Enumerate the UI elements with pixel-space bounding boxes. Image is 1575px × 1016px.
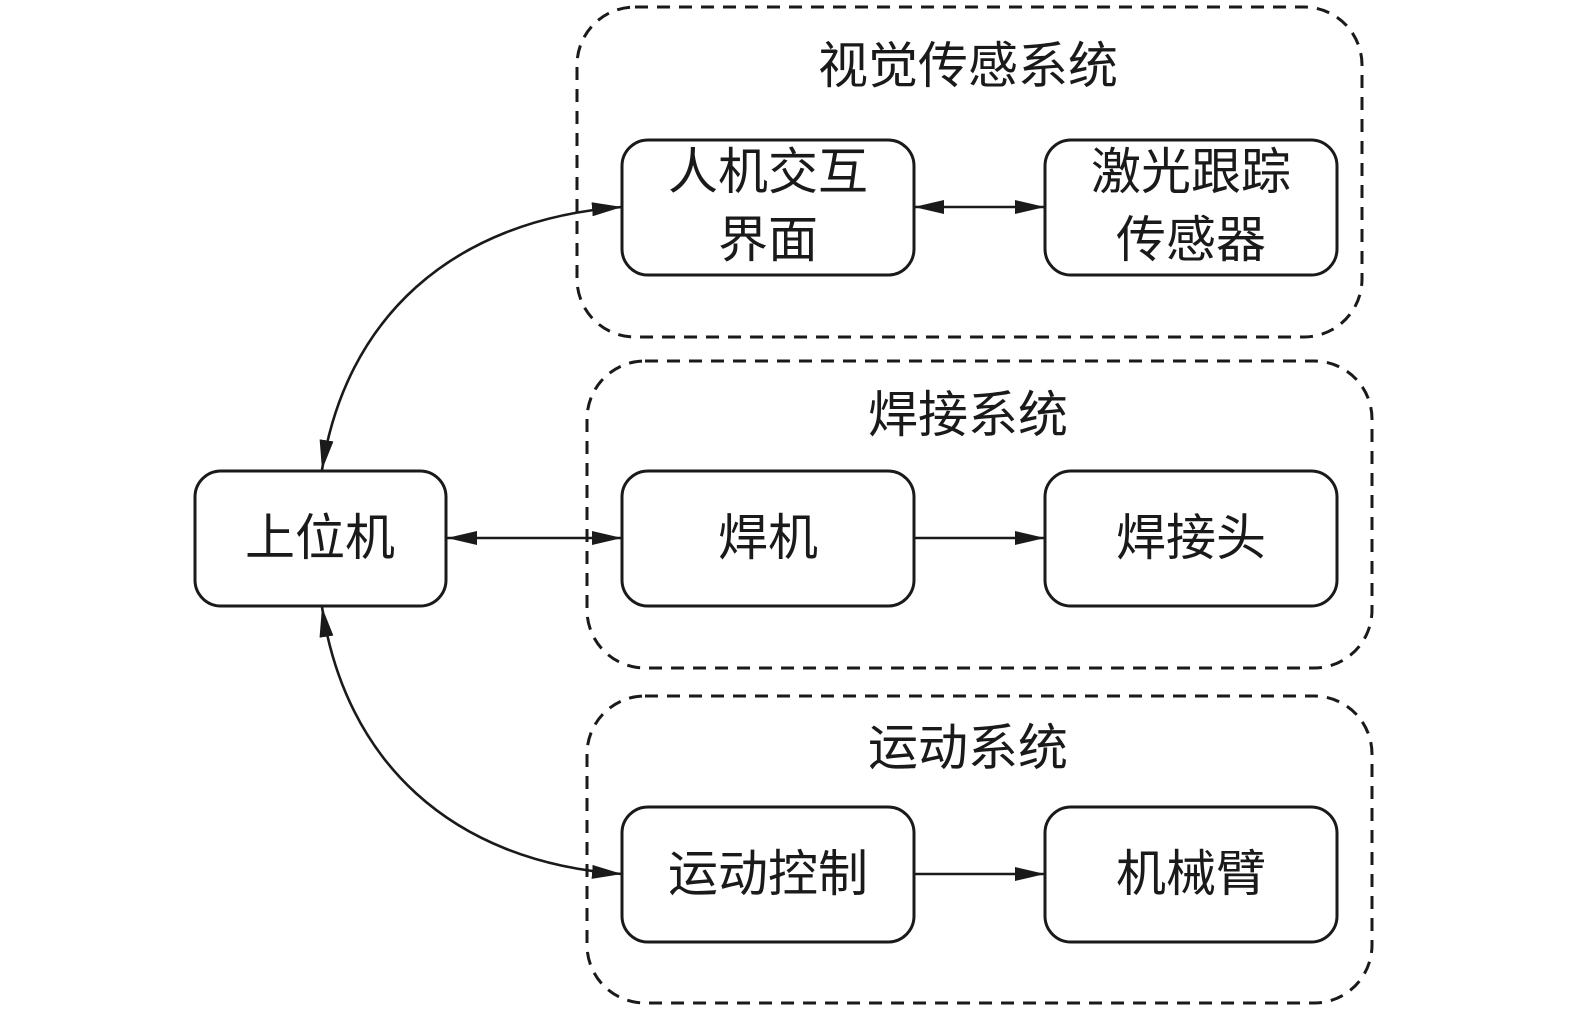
hmi-label-line1: 人机交互 <box>668 143 868 201</box>
robot-arm-box <box>1043 805 1339 944</box>
host-computer-label: 上位机 <box>245 509 395 567</box>
robot-arm-label: 机械臂 <box>1116 845 1266 903</box>
weld-head-box <box>1043 469 1339 608</box>
edge-host-hmi <box>319 202 623 471</box>
hmi-label-line2: 界面 <box>718 211 818 269</box>
vision-system-title: 视觉传感系统 <box>818 37 1118 95</box>
welder-box <box>620 469 916 608</box>
laser-sensor-box <box>1043 138 1339 277</box>
hmi-box <box>620 138 916 277</box>
laser-sensor-label-line2: 传感器 <box>1116 211 1266 269</box>
motion-system-title: 运动系统 <box>868 719 1068 777</box>
vision-system-frame <box>575 5 1364 339</box>
welding-system-title: 焊接系统 <box>868 386 1068 444</box>
laser-sensor-label-line1: 激光跟踪 <box>1091 143 1291 201</box>
motion-control-box <box>620 805 916 944</box>
edge-host-motion-control <box>319 606 623 879</box>
host-computer-box <box>193 469 448 608</box>
weld-head-label: 焊接头 <box>1116 509 1266 567</box>
welder-label: 焊机 <box>718 509 818 567</box>
welding-system-frame <box>585 359 1374 670</box>
motion-control-label: 运动控制 <box>668 845 868 903</box>
